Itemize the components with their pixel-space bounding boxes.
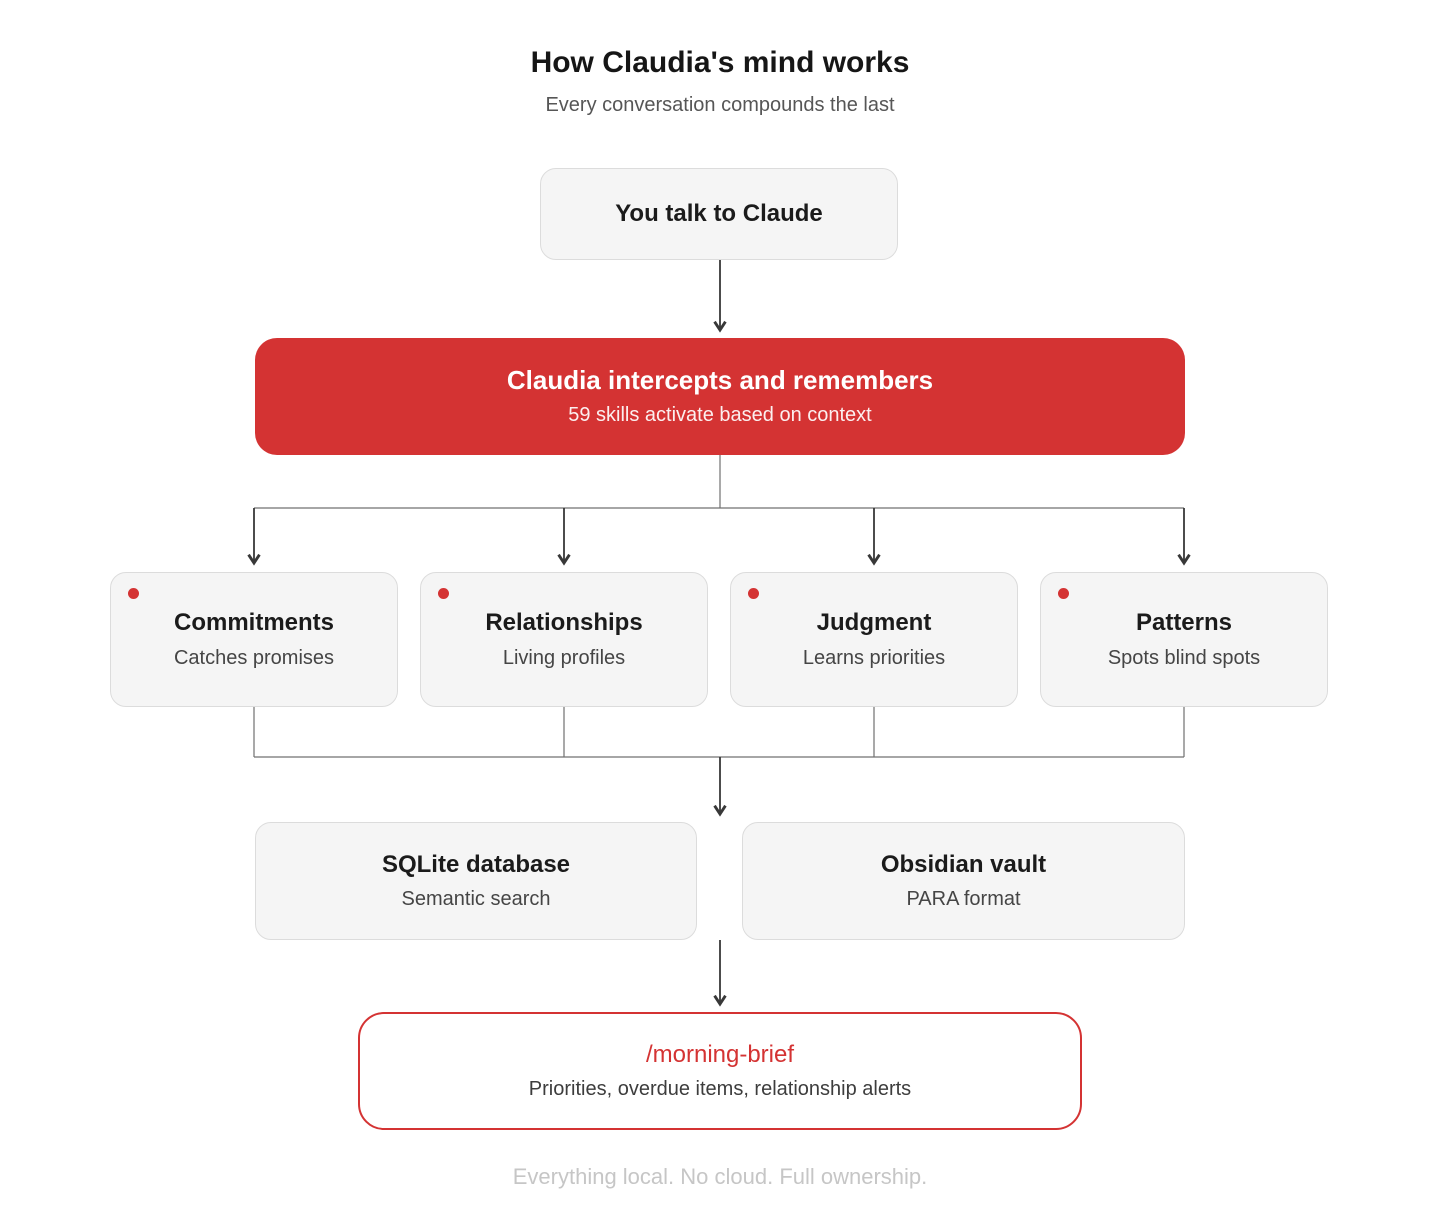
red-dot-icon xyxy=(1058,588,1069,599)
skill-subtitle: Living profiles xyxy=(502,646,626,669)
skill-subtitle: Learns priorities xyxy=(802,646,946,669)
storage-box-sqlite: SQLite database Semantic search xyxy=(255,822,697,940)
input-box-label: You talk to Claude xyxy=(615,200,823,228)
merge-tree xyxy=(253,707,1185,758)
storage-title: SQLite database xyxy=(381,850,571,878)
skill-title: Patterns xyxy=(1135,609,1233,637)
storage-subtitle: PARA format xyxy=(906,888,1021,911)
output-box-morning-brief: /morning-brief Priorities, overdue items… xyxy=(358,1012,1082,1130)
page-title: How Claudia's mind works xyxy=(530,46,910,79)
processor-subtitle: 59 skills activate based on context xyxy=(568,404,872,427)
skill-title: Relationships xyxy=(485,609,643,637)
output-subtitle: Priorities, overdue items, relationship … xyxy=(528,1077,912,1100)
output-title: /morning-brief xyxy=(645,1041,795,1069)
page-subtitle: Every conversation compounds the last xyxy=(545,94,895,116)
skill-box-commitments: Commitments Catches promises xyxy=(110,572,398,707)
header: How Claudia's mind works Every conversat… xyxy=(0,46,1440,117)
skill-box-patterns: Patterns Spots blind spots xyxy=(1040,572,1328,707)
skill-subtitle: Catches promises xyxy=(173,646,335,669)
skill-title: Commitments xyxy=(173,609,335,637)
input-box: You talk to Claude xyxy=(540,168,898,260)
skill-subtitle: Spots blind spots xyxy=(1107,646,1261,669)
processor-box: Claudia intercepts and remembers 59 skil… xyxy=(255,338,1185,455)
skill-title: Judgment xyxy=(816,609,932,637)
storage-box-obsidian: Obsidian vault PARA format xyxy=(742,822,1185,940)
skill-box-judgment: Judgment Learns priorities xyxy=(730,572,1018,707)
processor-title: Claudia intercepts and remembers xyxy=(506,364,934,395)
storage-title: Obsidian vault xyxy=(880,850,1047,878)
branch-tree xyxy=(254,455,1184,509)
red-dot-icon xyxy=(438,588,449,599)
storage-subtitle: Semantic search xyxy=(401,888,551,911)
footer-note: Everything local. No cloud. Full ownersh… xyxy=(512,1164,928,1189)
red-dot-icon xyxy=(748,588,759,599)
skill-box-relationships: Relationships Living profiles xyxy=(420,572,708,707)
red-dot-icon xyxy=(128,588,139,599)
